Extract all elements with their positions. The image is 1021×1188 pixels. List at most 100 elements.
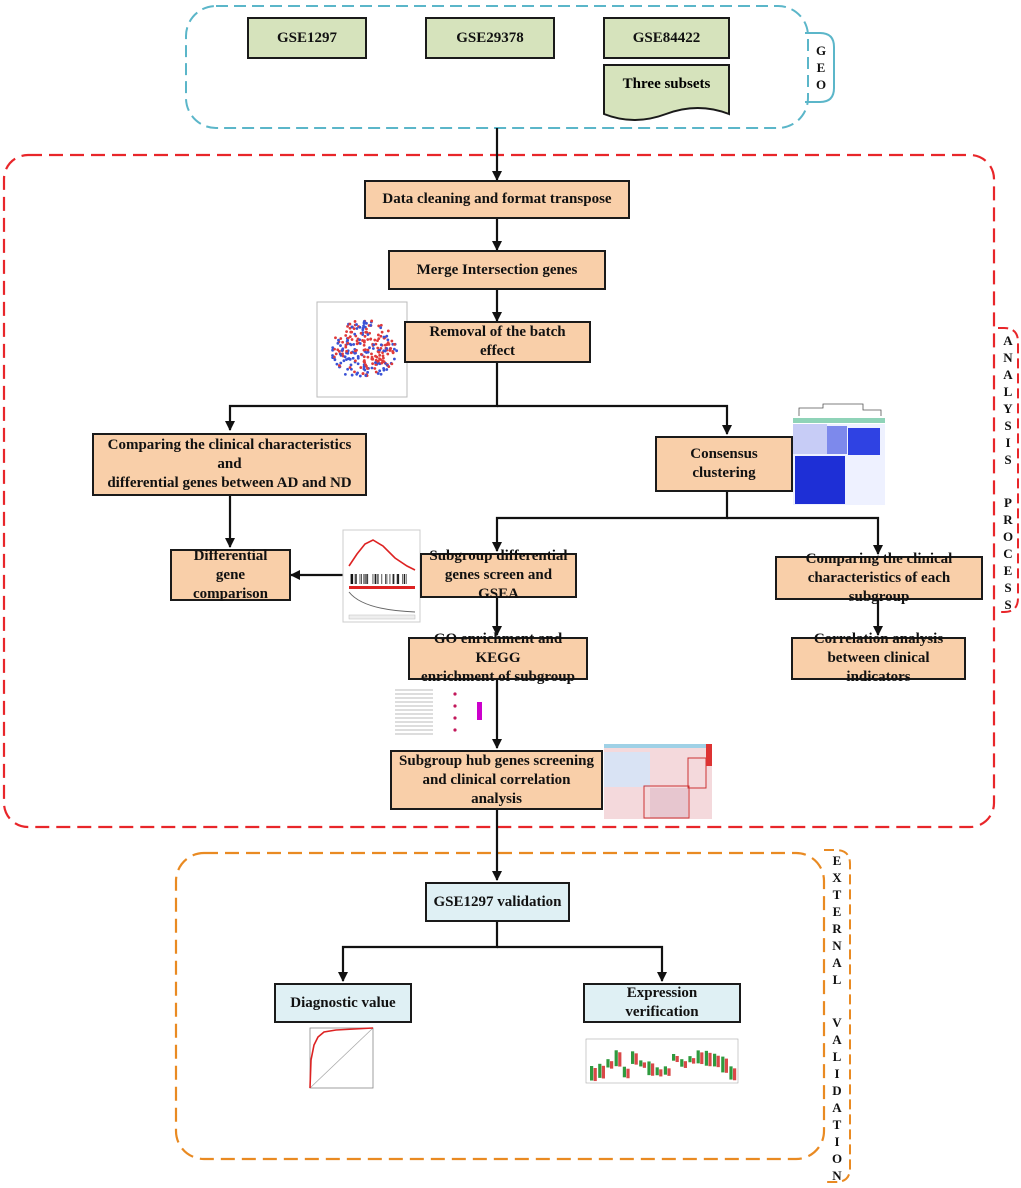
boxplot-box: [618, 1052, 622, 1067]
pca-point: [362, 367, 366, 371]
pca-point: [353, 359, 357, 363]
pca-point: [382, 356, 385, 360]
pca-point: [382, 335, 386, 339]
pca-point: [382, 368, 386, 372]
pca-point: [379, 334, 383, 338]
pca-point: [339, 361, 343, 365]
pca-point: [343, 355, 347, 359]
boxplot-box: [696, 1050, 700, 1064]
pca-point: [346, 341, 350, 345]
pca-point: [379, 323, 383, 327]
pca-point: [370, 355, 374, 359]
analysis-bracket: [998, 327, 1019, 613]
pca-point: [349, 343, 353, 347]
external-label-letter: I: [834, 1066, 840, 1081]
pca-point: [374, 342, 378, 346]
boxplot-box: [692, 1058, 696, 1064]
boxplot-box: [610, 1061, 614, 1069]
pca-point: [358, 342, 362, 345]
boxplot-box: [598, 1063, 602, 1078]
pca-point: [339, 337, 343, 340]
correlation-line-2: between clinical indicators: [827, 650, 930, 685]
pca-point: [366, 348, 370, 352]
pca-point: [341, 352, 344, 356]
go-dot: [453, 716, 457, 720]
geo-bracket: [805, 32, 835, 103]
gse1297-validation-label: GSE1297 validation: [433, 893, 562, 910]
subgroup-diff-line-2: genes screen and GSEA: [444, 567, 553, 602]
pca-point: [362, 339, 366, 343]
analysis-label-letter: S: [1004, 597, 1012, 612]
boxplot-box: [672, 1053, 676, 1061]
pca-point: [364, 374, 368, 377]
pca-point: [379, 372, 383, 376]
pca-point: [366, 367, 369, 370]
analysis-label-letter: A: [1003, 367, 1013, 382]
gse1297-label: GSE1297: [276, 29, 337, 46]
boxplot-box: [659, 1069, 663, 1077]
correlation-line-1: Correlation analysis: [813, 631, 944, 647]
pca-point: [354, 349, 357, 353]
pca-point: [386, 329, 390, 333]
boxplot-box: [680, 1059, 684, 1067]
pca-point: [366, 333, 370, 336]
pca-point: [358, 338, 362, 342]
pca-point: [386, 338, 390, 342]
external-frame: [174, 851, 826, 1161]
pca-point: [355, 327, 359, 330]
boxplot-box: [590, 1066, 594, 1081]
pca-point: [365, 327, 368, 331]
pca-point: [370, 352, 373, 356]
hub-genes-line-1: Subgroup hub genes screening: [399, 752, 594, 769]
expression-verification-label: Expression verification: [625, 985, 699, 1020]
pca-point: [369, 337, 373, 341]
pca-point: [377, 337, 381, 341]
pca-point: [346, 324, 349, 328]
boxplot-box: [626, 1068, 630, 1079]
pca-point: [362, 343, 366, 347]
pca-point: [349, 363, 353, 367]
boxplot-box: [675, 1055, 679, 1063]
external-label-letter: O: [831, 1151, 843, 1166]
consensus-heatmap-thumbnail: [793, 402, 885, 505]
hub-genes-line-2: and clinical correlation analysis: [422, 771, 571, 807]
pca-point: [341, 340, 345, 344]
consensus-clustering-box: Consensus clustering: [655, 436, 793, 492]
pca-point: [356, 371, 359, 375]
pca-point: [362, 360, 366, 363]
pca-point: [359, 331, 363, 335]
pca-point: [361, 326, 365, 330]
pca-point: [370, 319, 374, 323]
external-label-letter: E: [832, 853, 842, 868]
correlation-analysis-box: Correlation analysis between clinical ind…: [791, 631, 966, 685]
expression-boxplot-thumbnail: [582, 1026, 742, 1102]
gse84422-label: GSE84422: [632, 29, 701, 46]
pca-point: [349, 330, 353, 334]
go-kegg-line-2: enrichment of subgroup: [421, 669, 575, 685]
pca-point: [392, 347, 396, 351]
hub-gene-heatmap-thumbnail: [604, 744, 712, 819]
boxplot-box: [642, 1062, 646, 1068]
geo-label-letter: G: [815, 43, 827, 58]
pca-point: [377, 324, 381, 328]
analysis-label-letter: N: [1003, 350, 1013, 365]
compare-subgroup-line-2: characteristics of each subgroup: [807, 569, 951, 605]
go-dot: [453, 704, 457, 708]
pca-point: [358, 325, 362, 329]
pca-point: [355, 323, 358, 326]
go-kegg-line-1: GO enrichment and KEGG: [433, 631, 563, 666]
pca-point: [373, 367, 377, 370]
batch-removal-box: Removal of the batch effect: [404, 321, 591, 363]
analysis-label-letter: S: [1004, 580, 1012, 595]
pca-point: [364, 363, 367, 367]
analysis-frame: [2, 153, 996, 829]
boxplot-box: [647, 1061, 651, 1076]
pca-point: [370, 366, 374, 370]
pca-point: [343, 372, 347, 376]
boxplot-box: [724, 1058, 728, 1073]
pca-point: [379, 343, 383, 347]
